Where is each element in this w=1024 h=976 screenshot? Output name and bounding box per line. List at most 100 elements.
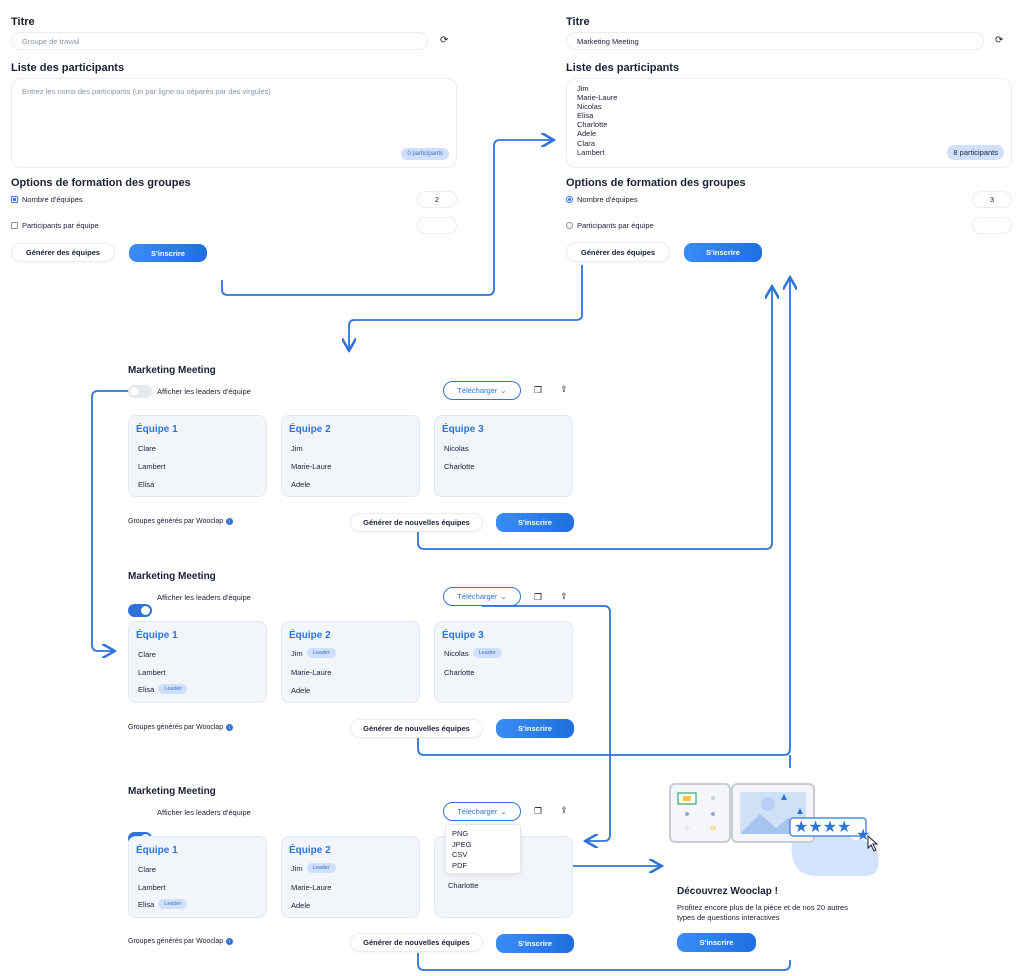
- member-name: Charlotte: [444, 668, 475, 677]
- promo-title: Découvrez Wooclap !: [677, 886, 778, 897]
- result-title: Marketing Meeting: [128, 365, 216, 376]
- member-name: Marie-Laure: [291, 668, 332, 677]
- member-name: Clare: [138, 865, 156, 874]
- team-name: Équipe 1: [136, 630, 178, 641]
- option-number-of-teams[interactable]: Nombre d'équipes: [11, 195, 83, 204]
- option-number-of-teams[interactable]: Nombre d'équipes: [566, 195, 638, 204]
- team-name: Équipe 2: [289, 630, 331, 641]
- member-name: Elisa: [138, 684, 155, 694]
- option-participants-per-team[interactable]: Participants par équipe: [566, 221, 654, 230]
- team-name: Équipe 2: [289, 424, 331, 435]
- option-label: Nombre d'équipes: [577, 195, 638, 204]
- title-input[interactable]: Marketing Meeting: [566, 32, 984, 50]
- group-options-label: Options de formation des groupes: [11, 177, 191, 189]
- result-title: Marketing Meeting: [128, 571, 216, 582]
- signup-button[interactable]: S'inscrire: [496, 719, 574, 738]
- radio-icon[interactable]: [11, 196, 18, 203]
- team-member: Adele: [291, 901, 310, 910]
- generate-teams-button[interactable]: Générer des équipes: [11, 243, 115, 262]
- option-participants-per-team[interactable]: Participants par équipe: [11, 221, 99, 230]
- download-option-jpeg[interactable]: JPEG: [452, 839, 472, 849]
- option-label: Nombre d'équipes: [22, 195, 83, 204]
- copy-icon[interactable]: ❐: [533, 384, 543, 395]
- share-icon[interactable]: ⇪: [560, 804, 568, 815]
- share-icon[interactable]: ⇪: [560, 383, 568, 394]
- team-member: Marie-Laure: [291, 883, 331, 892]
- team-member: Charlotte: [448, 881, 478, 890]
- option-label: Participants par équipe: [577, 221, 654, 230]
- signup-button[interactable]: S'inscrire: [129, 244, 207, 262]
- team-name: Équipe 3: [442, 630, 484, 641]
- leader-badge: Leader: [306, 863, 336, 873]
- result-title: Marketing Meeting: [128, 786, 216, 797]
- team-name: Équipe 3: [442, 424, 484, 435]
- download-option-png[interactable]: PNG: [452, 829, 469, 838]
- leaders-toggle[interactable]: [128, 604, 152, 617]
- participant-line: Clara: [577, 138, 595, 148]
- radio-icon[interactable]: [11, 222, 18, 229]
- generated-by-text: Groupes générés par Wooclap: [128, 938, 224, 945]
- leaders-toggle[interactable]: [128, 385, 152, 398]
- team-member: Lambert: [138, 668, 166, 677]
- radio-icon[interactable]: [566, 196, 573, 203]
- generate-teams-button[interactable]: Générer des équipes: [566, 242, 670, 262]
- member-name: Jim: [291, 863, 303, 873]
- download-button[interactable]: Télécharger ⌄: [443, 381, 521, 400]
- participant-line: Charlotte: [577, 120, 608, 130]
- regenerate-teams-button[interactable]: Générer de nouvelles équipes: [350, 933, 483, 952]
- download-label: Télécharger: [457, 386, 498, 395]
- per-team-input[interactable]: [972, 217, 1012, 234]
- member-name: Clare: [138, 650, 156, 659]
- download-button[interactable]: Télécharger ⌄: [443, 802, 521, 821]
- regenerate-teams-button[interactable]: Générer de nouvelles équipes: [350, 513, 483, 532]
- toggle-knob: [130, 387, 139, 396]
- download-button[interactable]: Télécharger ⌄: [443, 587, 521, 606]
- team-member: Nicolas: [444, 444, 469, 453]
- participants-textarea[interactable]: Entrez les noms des participants (un par…: [11, 78, 457, 168]
- copy-icon[interactable]: ❐: [533, 591, 543, 602]
- team-card: Équipe 1 Clare Lambert Elisa: [128, 415, 267, 497]
- participants-placeholder: Entrez les noms des participants (un par…: [22, 87, 271, 96]
- title-label: Titre: [11, 16, 35, 28]
- promo-text-line2: types de questions interactives: [677, 913, 780, 922]
- download-label: Télécharger: [457, 592, 498, 601]
- team-member: Jim: [291, 444, 303, 453]
- member-name: Adele: [291, 686, 311, 695]
- title-input[interactable]: Groupe de travail: [11, 32, 428, 50]
- download-option-pdf[interactable]: PDF: [452, 860, 467, 870]
- info-icon[interactable]: i: [226, 724, 234, 731]
- team-member: Marie-Laure: [291, 668, 331, 677]
- radio-icon[interactable]: [566, 222, 573, 229]
- download-option-csv[interactable]: CSV: [452, 850, 468, 859]
- teams-count-input[interactable]: 3: [972, 191, 1012, 208]
- info-icon[interactable]: i: [226, 518, 234, 525]
- team-member: Charlotte: [444, 462, 475, 471]
- regenerate-teams-button[interactable]: Générer de nouvelles équipes: [350, 719, 483, 738]
- per-team-input[interactable]: [417, 217, 457, 234]
- signup-button[interactable]: S'inscrire: [684, 243, 762, 262]
- generated-by-text: Groupes générés par Wooclap: [128, 724, 224, 731]
- toggle-knob: [141, 606, 150, 615]
- teams-count-input[interactable]: 2: [417, 191, 457, 208]
- refresh-icon[interactable]: ⟳: [995, 35, 1004, 46]
- participants-textarea[interactable]: Jim Marie-Laure Nicolas Elisa Charlotte …: [566, 78, 1012, 168]
- participants-count-badge: 8 participants: [947, 144, 1004, 160]
- signup-button[interactable]: S'inscrire: [496, 513, 574, 532]
- promo-signup-button[interactable]: S'inscrire: [677, 933, 756, 952]
- refresh-icon[interactable]: ⟳: [440, 35, 449, 46]
- participant-line: Elisa: [577, 111, 594, 121]
- copy-icon[interactable]: ❐: [533, 805, 543, 816]
- team-name: Équipe 2: [289, 845, 331, 856]
- signup-button[interactable]: S'inscrire: [496, 934, 574, 953]
- info-icon[interactable]: i: [226, 938, 234, 945]
- leader-badge: Leader: [158, 684, 188, 694]
- team-member: Adele: [291, 686, 310, 695]
- share-icon[interactable]: ⇪: [560, 590, 568, 601]
- svg-text:★: ★: [856, 825, 870, 844]
- chevron-down-icon: ⌄: [500, 386, 507, 395]
